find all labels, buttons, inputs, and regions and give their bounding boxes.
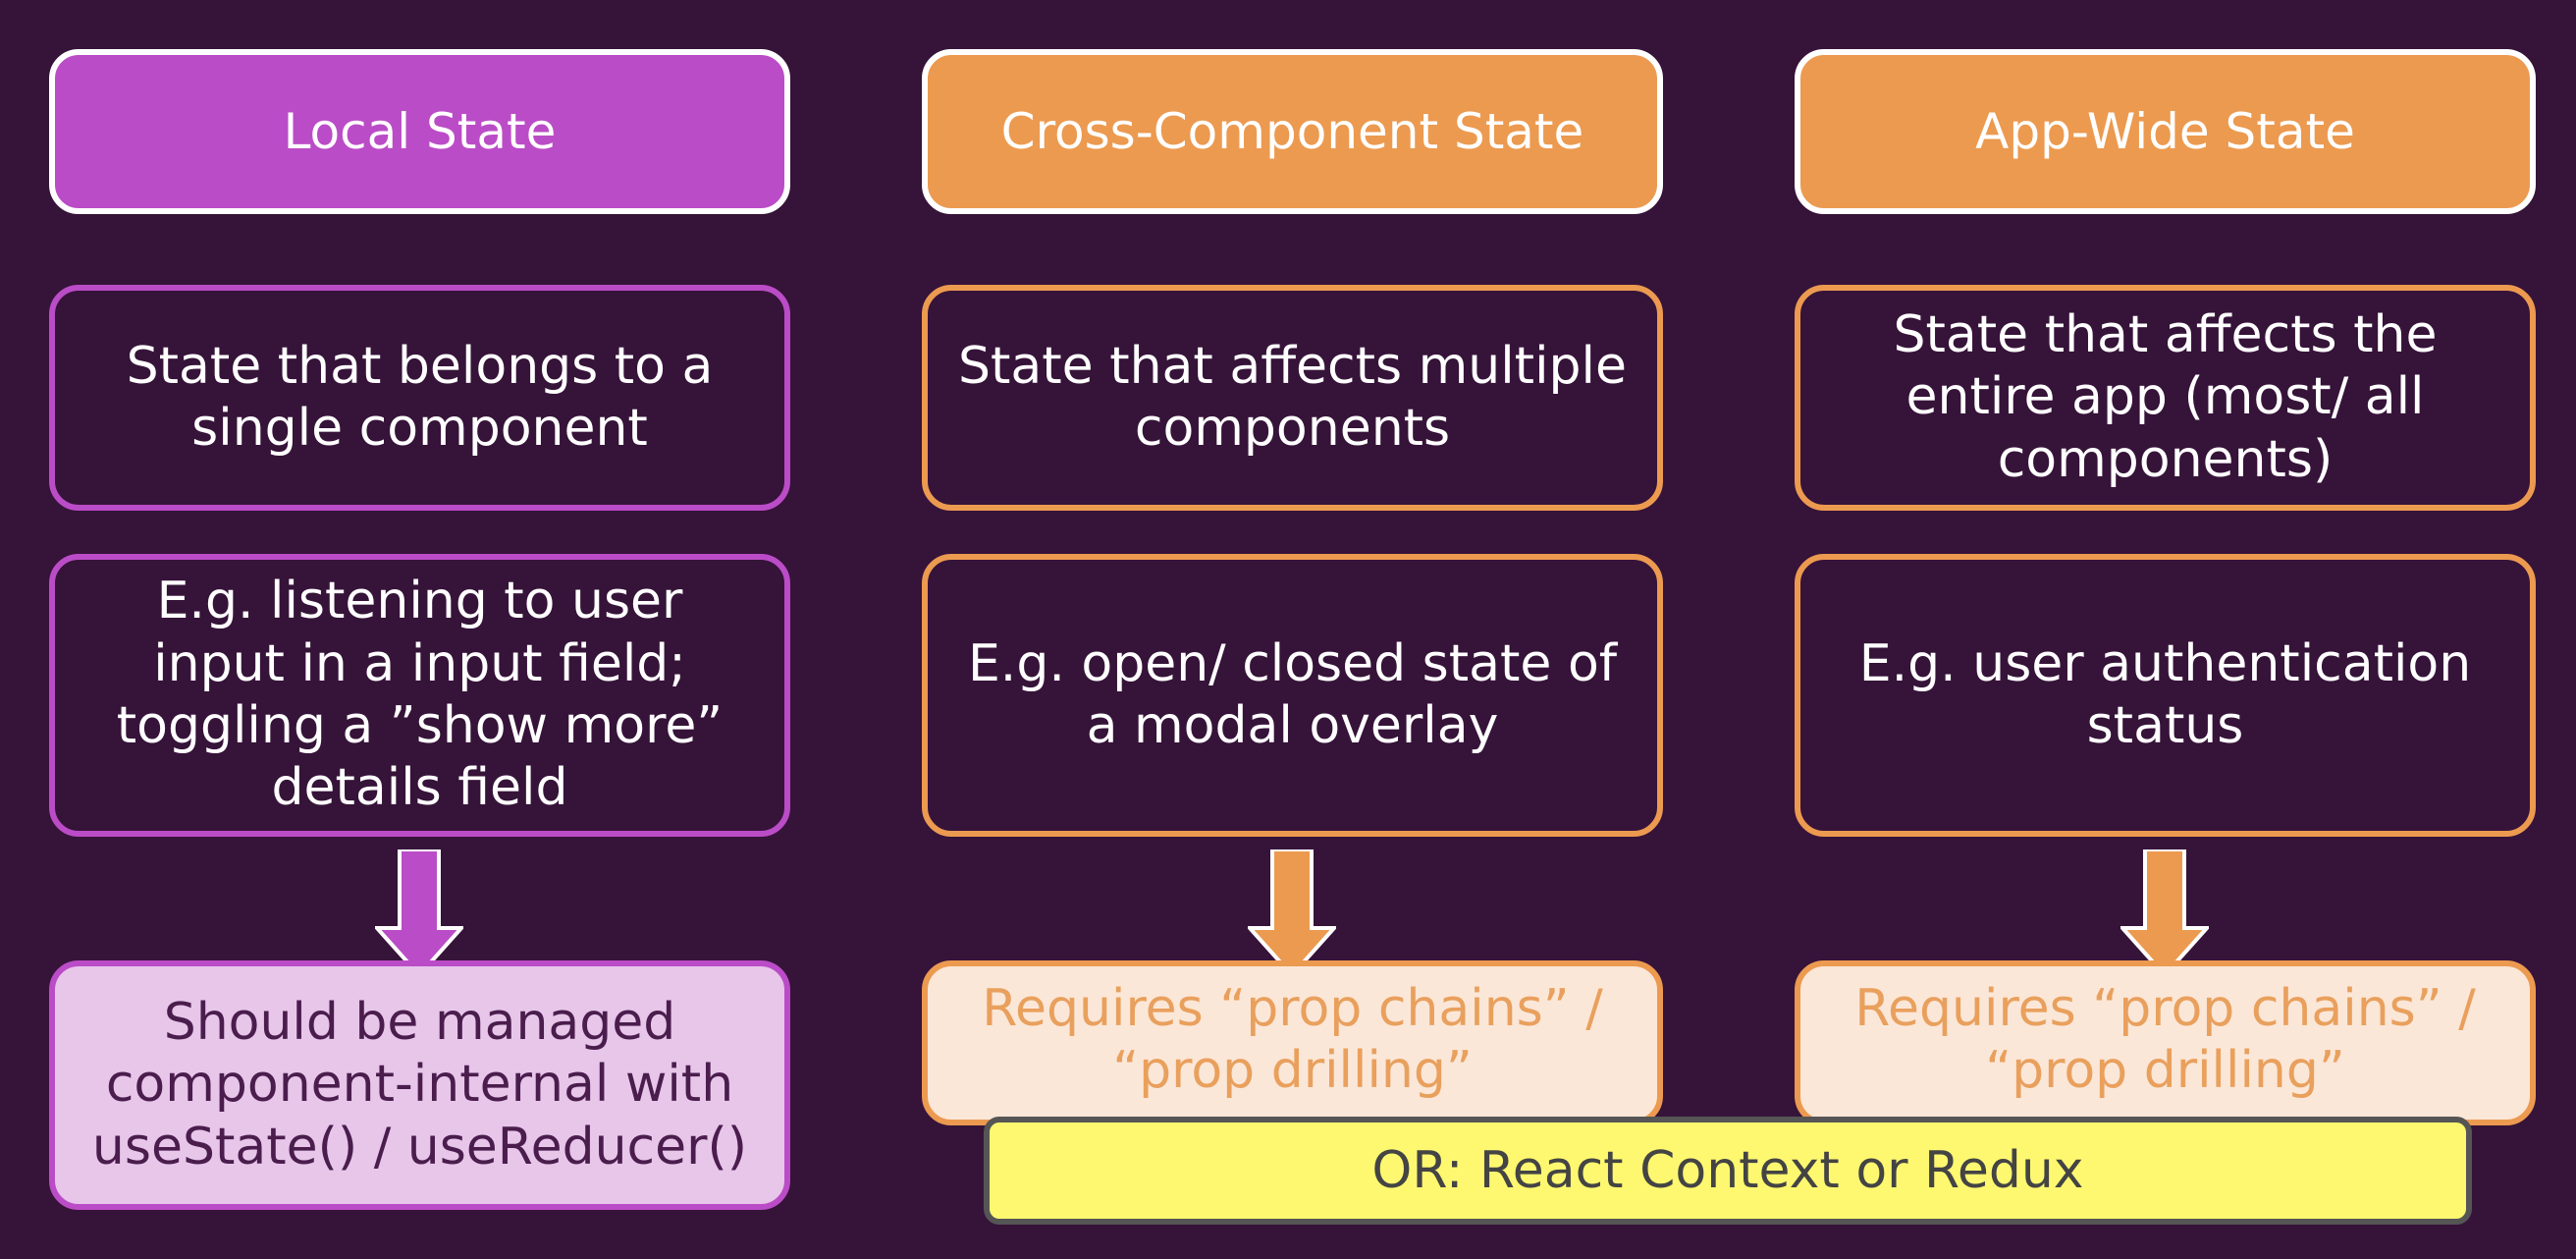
- local-state-result: Should be managed component-internal wit…: [49, 960, 790, 1210]
- app-wide-state-description: State that affects the entire app (most/…: [1795, 285, 2536, 511]
- react-context-redux-callout: OR: React Context or Redux: [984, 1117, 2472, 1225]
- cross-component-state-result: Requires “prop chains” / “prop drilling”: [922, 960, 1663, 1125]
- app-wide-state-example: E.g. user authentication status: [1795, 554, 2536, 837]
- cross-component-state-description: State that affects multiple components: [922, 285, 1663, 511]
- cross-component-state-example: E.g. open/ closed state of a modal overl…: [922, 554, 1663, 837]
- app-wide-down-arrow-icon: [2120, 849, 2209, 977]
- local-state-description: State that belongs to a single component: [49, 285, 790, 511]
- app-wide-state-header: App-Wide State: [1795, 49, 2536, 214]
- cross-component-state-header: Cross-Component State: [922, 49, 1663, 214]
- app-wide-state-result: Requires “prop chains” / “prop drilling”: [1795, 960, 2536, 1125]
- local-state-header: Local State: [49, 49, 790, 214]
- local-state-example: E.g. listening to user input in a input …: [49, 554, 790, 837]
- cross-component-down-arrow-icon: [1248, 849, 1336, 977]
- local-state-down-arrow-icon: [375, 849, 463, 977]
